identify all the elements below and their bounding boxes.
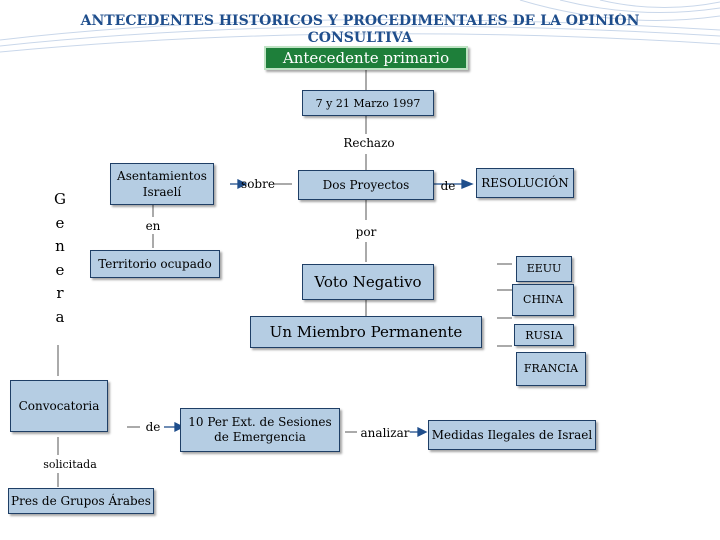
china-label: CHINA	[523, 293, 563, 306]
territorio-label: Territorio ocupado	[98, 257, 212, 271]
sobre-label: sobre	[241, 177, 275, 191]
rusia-label: RUSIA	[525, 328, 563, 342]
resolucion-label: RESOLUCIÓN	[481, 176, 569, 190]
asentamientos-box: Asentamientos Israelí	[110, 163, 214, 205]
francia-box: FRANCIA	[516, 352, 586, 386]
dos-proyectos-box: Dos Proyectos	[298, 170, 434, 200]
pres-box: Pres de Grupos Árabes	[8, 488, 154, 514]
eeuu-label: EEUU	[526, 262, 562, 275]
voto-negativo-box: Voto Negativo	[302, 264, 434, 300]
solicitada-label: solicitada	[43, 458, 97, 471]
eeuu-box: EEUU	[516, 256, 572, 282]
convocatoria-label: Convocatoria	[18, 399, 100, 413]
dos-proyectos-label: Dos Proyectos	[322, 178, 410, 192]
title-line-2: CONSULTIVA	[307, 30, 413, 46]
asentamientos-label: Asentamientos Israelí	[117, 169, 207, 199]
rechazo-label: Rechazo	[343, 136, 395, 150]
pres-label: Pres de Grupos Árabes	[11, 494, 151, 508]
per-ext-label: 10 Per Ext. de Sesiones de Emergencia	[188, 415, 332, 444]
en-label: en	[145, 219, 161, 233]
francia-label: FRANCIA	[523, 362, 579, 375]
title-line-1: ANTECEDENTES HISTÓRICOS Y PROCEDIMENTALE…	[80, 13, 640, 29]
genera-letter: r	[56, 284, 64, 302]
date-label: 7 y 21 Marzo 1997	[315, 96, 421, 110]
genera-letter: e	[55, 213, 65, 232]
un-miembro-box: Un Miembro Permanente	[250, 316, 482, 348]
de-label-2: de	[145, 420, 161, 434]
convocatoria-box: Convocatoria	[10, 380, 108, 432]
medidas-box: Medidas Ilegales de Israel	[428, 420, 596, 450]
resolucion-box: RESOLUCIÓN	[476, 168, 574, 198]
page-title: ANTECEDENTES HISTÓRICOS Y PROCEDIMENTALE…	[60, 13, 660, 47]
genera-letter: G	[54, 190, 66, 208]
date-box: 7 y 21 Marzo 1997	[302, 90, 434, 116]
analizar-label: analizar	[360, 426, 410, 440]
per-ext-box: 10 Per Ext. de Sesiones de Emergencia	[180, 408, 340, 452]
genera-letter: e	[55, 260, 65, 279]
genera-letter: a	[55, 307, 65, 326]
china-box: CHINA	[512, 284, 574, 316]
rusia-box: RUSIA	[514, 324, 574, 346]
de-label-1: de	[440, 179, 456, 193]
voto-negativo-label: Voto Negativo	[314, 273, 422, 291]
medidas-label: Medidas Ilegales de Israel	[431, 428, 593, 442]
un-miembro-label: Un Miembro Permanente	[269, 323, 463, 341]
antecedente-primario-box: Antecedente primario	[264, 46, 468, 70]
por-label: por	[355, 225, 377, 239]
territorio-box: Territorio ocupado	[90, 250, 220, 278]
genera-letter: n	[55, 237, 65, 255]
antecedente-primario-label: Antecedente primario	[282, 49, 450, 67]
